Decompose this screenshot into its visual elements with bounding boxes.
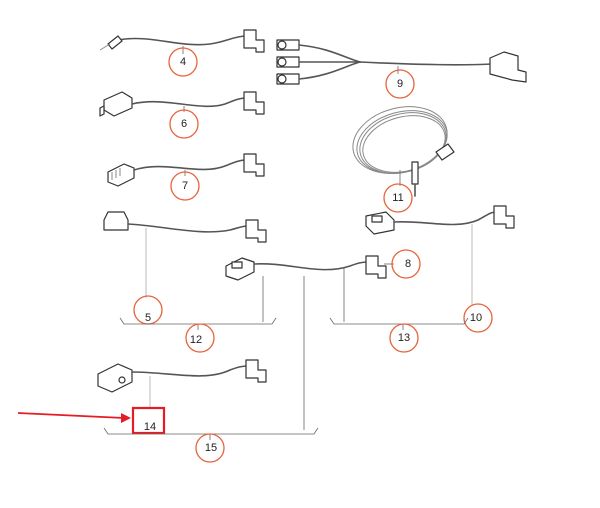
svg-text:13: 13	[398, 332, 410, 344]
pointer-arrow-icon	[17, 412, 131, 423]
svg-text:5: 5	[145, 312, 151, 324]
callout-14[interactable]: 14	[131, 406, 166, 435]
callout-11[interactable]: 11	[383, 183, 413, 213]
group-bracket-13	[329, 268, 469, 330]
svg-text:4: 4	[180, 56, 186, 68]
callout-13[interactable]: 13	[389, 323, 419, 353]
callout-6[interactable]: 6	[169, 109, 199, 139]
svg-text:6: 6	[181, 118, 187, 130]
callout-15[interactable]: 15	[195, 433, 225, 463]
callout-4[interactable]: 4	[168, 47, 198, 77]
group-bracket-12	[119, 276, 277, 330]
svg-text:10: 10	[470, 312, 482, 324]
svg-text:8: 8	[405, 258, 411, 270]
cable-5	[103, 211, 267, 298]
callout-8[interactable]: 8	[391, 249, 421, 279]
group-bracket-15	[103, 276, 319, 440]
svg-text:15: 15	[205, 442, 217, 454]
cable-6	[99, 91, 265, 117]
callout-10[interactable]: 10	[463, 303, 493, 333]
callout-5[interactable]: 5	[133, 295, 163, 325]
cable-4	[99, 29, 265, 54]
cable-8	[225, 255, 394, 281]
svg-text:14: 14	[144, 421, 156, 433]
cable-11	[352, 106, 455, 197]
cable-7	[107, 153, 265, 187]
svg-text:7: 7	[182, 180, 188, 192]
cable-10	[365, 205, 515, 306]
callout-9[interactable]: 9	[385, 69, 415, 99]
callout-12[interactable]: 12	[185, 323, 215, 353]
cable-14	[97, 359, 267, 408]
svg-text:9: 9	[397, 78, 403, 90]
svg-text:12: 12	[190, 334, 202, 346]
callout-7[interactable]: 7	[170, 171, 200, 201]
svg-text:11: 11	[392, 192, 403, 204]
cable-9	[276, 39, 527, 85]
